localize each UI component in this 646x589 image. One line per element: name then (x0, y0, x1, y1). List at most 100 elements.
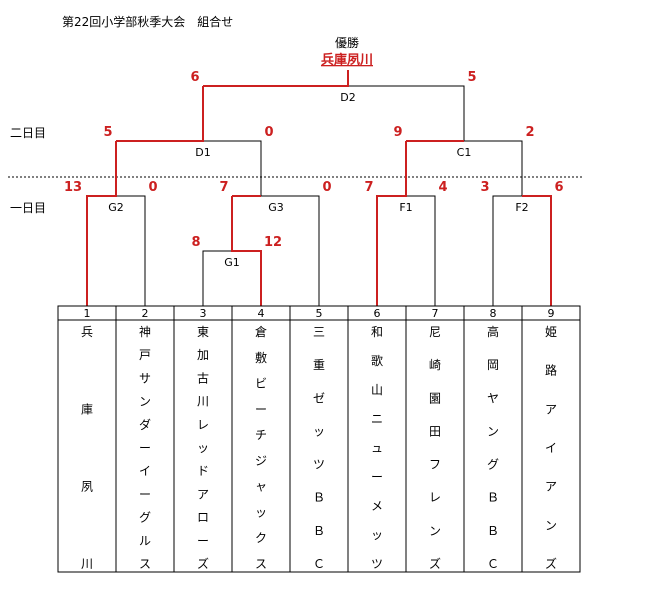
champion-label: 優勝 (335, 35, 359, 50)
team-number: 8 (490, 307, 497, 320)
team-name-char: ツ (313, 458, 325, 472)
team-name-char: イ (545, 441, 557, 455)
team-name-char: メ (371, 499, 383, 513)
score-c1-right: 2 (525, 125, 534, 140)
team-number: 6 (374, 307, 381, 320)
team-name-char: ッ (371, 528, 383, 542)
day1-label: 一日目 (10, 201, 46, 215)
team-name-char: ツ (371, 557, 383, 571)
team-name-char: ズ (545, 556, 557, 571)
team-name-char: Ｂ (487, 491, 499, 505)
team-number: 5 (316, 307, 323, 320)
team-name-char: ロ (197, 511, 209, 525)
team-number: 9 (548, 307, 555, 320)
team-name-char: ア (545, 480, 557, 494)
score-g3-left: 7 (219, 180, 228, 195)
page-title: 第22回小学部秋季大会 組合せ (62, 14, 233, 29)
g2-line-team2 (116, 195, 146, 306)
team-name-char: ニ (371, 412, 383, 426)
match-label-d2: D2 (340, 91, 355, 104)
score-c1-left: 9 (393, 125, 402, 140)
match-label-c1: C1 (457, 146, 472, 159)
team-table: 1兵庫夙川2神戸サンダーイーグルス3東加古川レッドアローズ4倉敷ビーチジャックス… (57, 305, 581, 573)
match-label-g1: G1 (224, 256, 240, 269)
score-g2-left: 13 (64, 180, 82, 195)
team-number: 4 (258, 307, 265, 320)
team-name-char: 山 (371, 383, 383, 397)
team-name-char: 川 (197, 395, 209, 409)
score-f1-left: 7 (364, 180, 373, 195)
team-name-char: ン (545, 518, 557, 532)
d1-win-line (116, 86, 204, 142)
team-name-char: 重 (313, 358, 325, 372)
team-name-char: ビ (255, 377, 267, 391)
f2-win-line (522, 195, 552, 306)
team-name-char: Ｂ (313, 491, 325, 505)
d1-line-g3 (203, 140, 262, 196)
match-label-f1: F1 (399, 201, 412, 214)
team-name-char: ッ (313, 424, 325, 438)
team-name-char: Ｂ (487, 524, 499, 538)
team-name-char: ー (255, 402, 267, 416)
g1-line-team3 (202, 250, 232, 306)
team-name-char: ア (545, 402, 557, 416)
team-name-char: 田 (429, 424, 441, 438)
team-name-char: 岡 (487, 358, 499, 372)
team-name-char: 三 (313, 325, 325, 339)
team-name-char: ッ (197, 441, 209, 455)
team-name-char: ス (255, 557, 267, 571)
team-name-char: ッ (255, 505, 267, 519)
f1-line-team7 (406, 195, 436, 306)
team-name-char: 路 (545, 363, 557, 378)
d2-win-line (203, 70, 349, 87)
team-name-char: ー (139, 441, 151, 455)
team-name-char: 和 (371, 325, 383, 339)
team-name-char: ジ (255, 454, 267, 468)
d2-line-c1 (348, 85, 465, 141)
score-g2-right: 0 (148, 180, 157, 195)
g1-win-line (231, 196, 262, 306)
team-name-char: ド (197, 464, 209, 478)
team-name-char: チ (255, 428, 267, 442)
score-f2-right: 6 (554, 180, 563, 195)
team-name-char: Ｂ (313, 524, 325, 538)
score-g1-left: 8 (191, 235, 200, 250)
team-number: 7 (432, 307, 439, 320)
g3-line-team5 (261, 195, 320, 306)
team-name-char: ー (197, 534, 209, 548)
team-name-char: 倉 (255, 324, 267, 339)
champion-name: 兵庫夙川 (321, 52, 373, 68)
team-name-char: 兵 (81, 325, 93, 339)
match-label-g2: G2 (108, 201, 124, 214)
team-name-char: レ (429, 491, 441, 505)
team-name-char: フ (429, 458, 441, 472)
team-name-char: 姫 (545, 325, 557, 339)
bracket-lines-loss (116, 85, 523, 306)
team-name-char: ヤ (487, 391, 499, 405)
team-name-char: ン (429, 524, 441, 538)
match-label-g3: G3 (268, 201, 284, 214)
team-name-char: 歌 (371, 353, 383, 368)
team-name-char: ズ (197, 556, 209, 571)
team-name-char: 尼 (429, 325, 441, 339)
team-name-char: ン (139, 395, 151, 409)
match-label-f2: F2 (515, 201, 528, 214)
team-name-char: Ｃ (487, 557, 499, 571)
team-name-char: グ (139, 511, 151, 525)
team-name-char: ゼ (313, 391, 325, 405)
team-name-char: ル (139, 534, 151, 548)
team-name-char: 敷 (255, 350, 267, 365)
score-d1-right: 0 (264, 125, 273, 140)
bracket-lines-win (86, 70, 552, 306)
team-name-char: ー (371, 470, 383, 484)
score-d1-left: 5 (103, 125, 112, 140)
team-number: 1 (84, 307, 91, 320)
team-name-char: サ (139, 371, 151, 385)
